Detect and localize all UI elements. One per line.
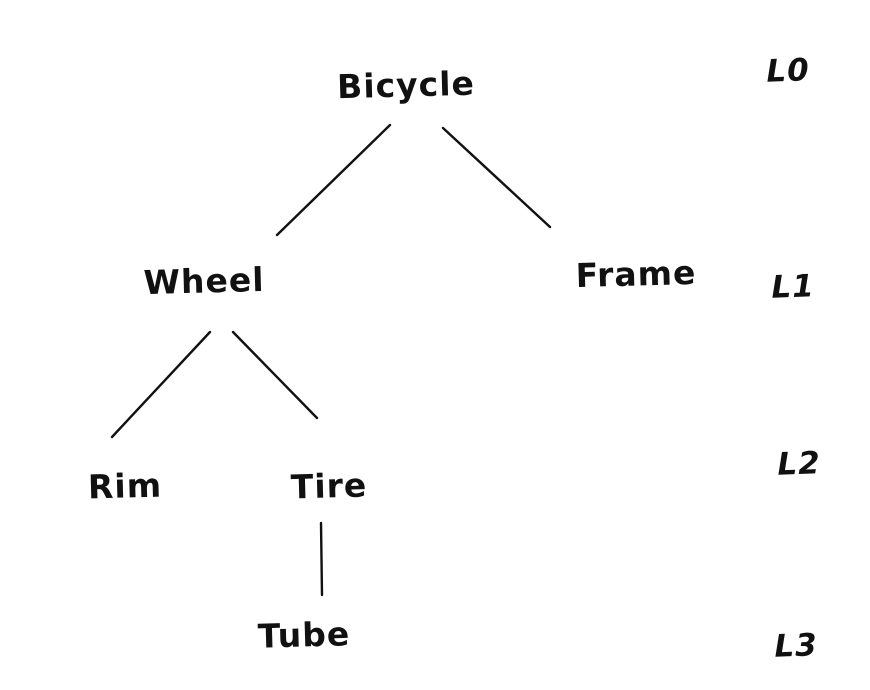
edge-tire-tube xyxy=(319,521,324,597)
node-frame: Frame xyxy=(575,252,697,296)
level-label-l2: L2 xyxy=(776,445,822,483)
level-label-l1: L1 xyxy=(770,268,816,306)
edge-bicycle-wheel xyxy=(275,123,392,237)
node-tire: Tire xyxy=(290,465,368,507)
edge-bicycle-frame xyxy=(441,126,552,229)
node-tube: Tube xyxy=(257,614,351,656)
edge-wheel-tire xyxy=(231,330,319,420)
node-rim: Rim xyxy=(87,465,163,507)
level-label-l0: L0 xyxy=(765,52,811,90)
level-label-l3: L3 xyxy=(773,627,819,665)
edge-wheel-rim xyxy=(110,330,212,439)
node-wheel: Wheel xyxy=(143,259,265,303)
node-bicycle: Bicycle xyxy=(336,63,476,107)
